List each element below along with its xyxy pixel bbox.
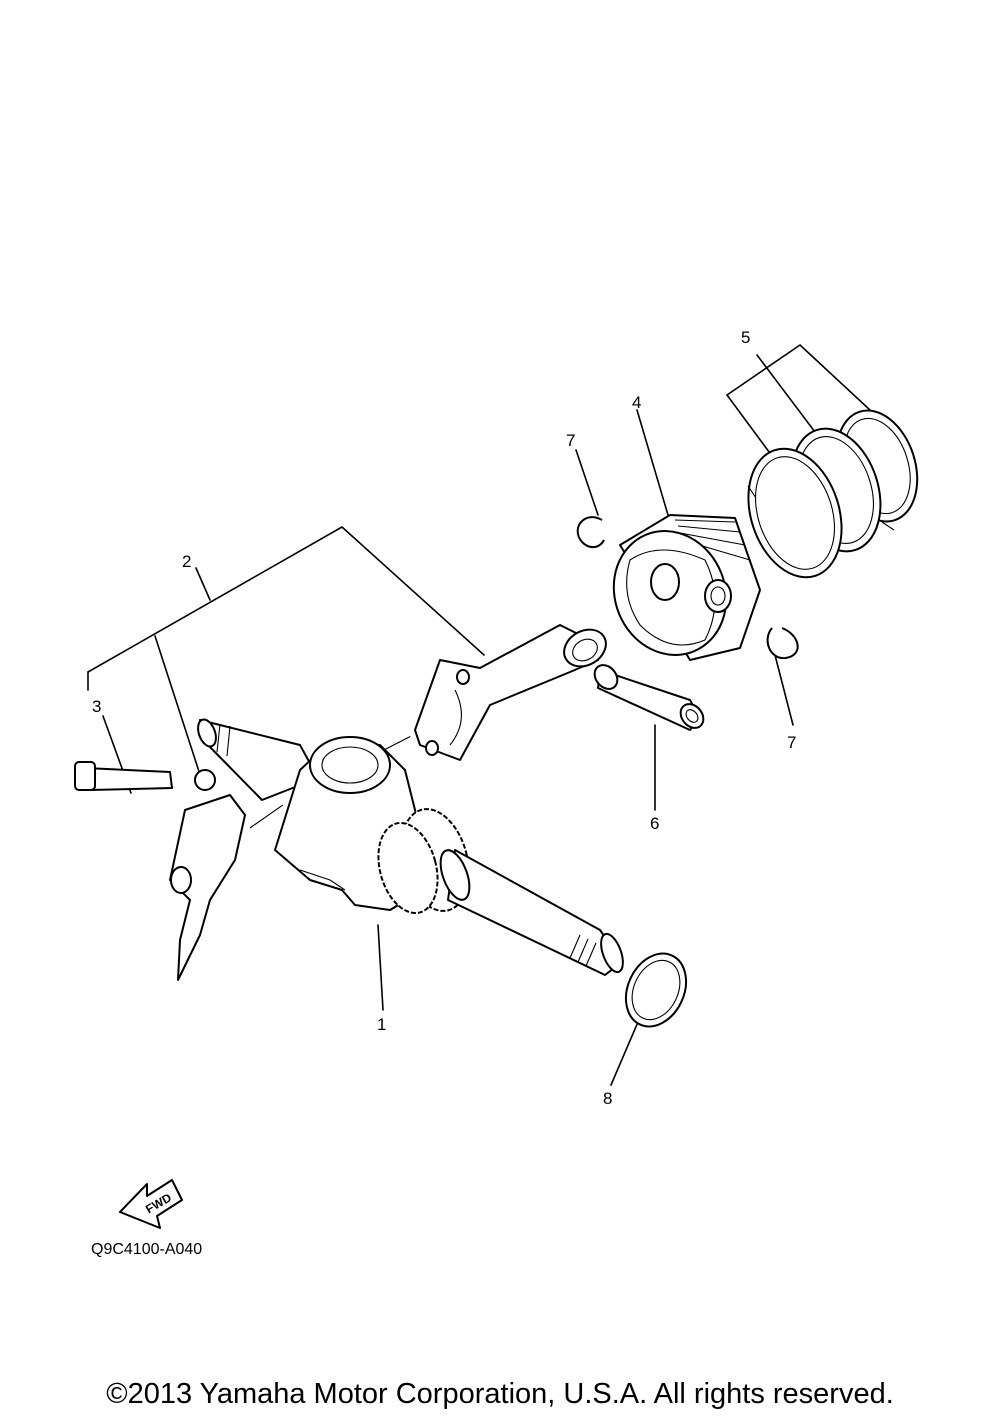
callout-1: 1 (377, 1015, 386, 1034)
copyright-notice: ©2013 Yamaha Motor Corporation, U.S.A. A… (106, 1378, 894, 1410)
callout-2: 2 (182, 552, 191, 571)
callout-labels: 1 2 3 4 5 6 7 7 8 (92, 328, 796, 1108)
piston-rings[interactable] (733, 400, 931, 589)
callout-5: 5 (741, 328, 750, 347)
piston[interactable] (595, 514, 761, 672)
callout-8: 8 (603, 1089, 612, 1108)
callout-7-lower: 7 (787, 733, 796, 752)
washer[interactable] (615, 944, 698, 1037)
leader-lines (87, 344, 871, 1086)
circlips[interactable] (576, 516, 799, 660)
rod-cap[interactable] (169, 769, 246, 981)
callout-7-upper: 7 (566, 431, 575, 450)
diagram-code: Q9C4100-A040 (91, 1241, 203, 1258)
callout-4: 4 (632, 393, 641, 412)
callout-6: 6 (650, 814, 659, 833)
crankshaft[interactable] (195, 717, 628, 976)
fwd-arrow-icon: FWD (119, 1179, 183, 1229)
bolt[interactable] (74, 761, 173, 791)
callout-3: 3 (92, 697, 101, 716)
connecting-rod[interactable] (414, 622, 613, 761)
piston-pin[interactable] (590, 661, 708, 733)
